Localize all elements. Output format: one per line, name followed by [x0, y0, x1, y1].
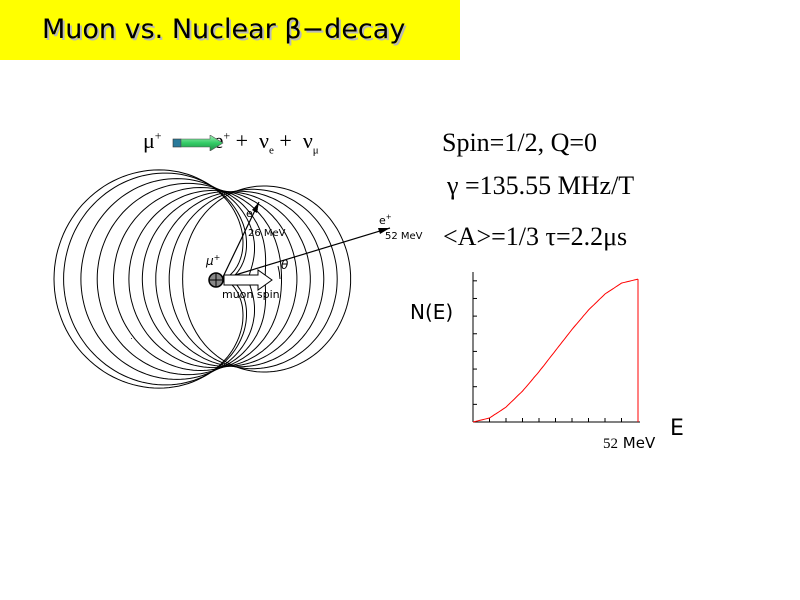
title-banner [0, 0, 460, 60]
plot-y-label: N(E) [410, 300, 454, 324]
muon-spin-label: muon spin [222, 288, 280, 301]
angular-distribution-ring [53, 169, 244, 389]
plus-sign: + [279, 128, 292, 153]
muon-label: μ+ [205, 253, 220, 268]
gyromagnetic-ratio-text: γ =135.55 MHz/T [447, 171, 635, 200]
muon-neutrino-subscript: μ [312, 144, 319, 157]
muon-charge: + [154, 128, 162, 143]
spectrum-curve [472, 278, 639, 423]
e26-arrowhead-icon [252, 202, 259, 213]
angular-distribution-ring [80, 178, 255, 380]
angular-distribution-ring [168, 188, 338, 370]
slide-title: Muon vs. Nuclear β−decay [42, 14, 406, 45]
muon-spin-arrow-icon [223, 269, 273, 291]
reaction-arrow-icon [172, 135, 224, 151]
e52-energy-label: 52 MeV [385, 231, 423, 242]
electron-neutrino-symbol: ν [259, 128, 269, 153]
angular-distribution-ring [128, 189, 298, 369]
plot-x-label: E [670, 416, 684, 441]
angular-distribution-ring [63, 172, 247, 386]
e52-momentum-line [221, 227, 391, 280]
e26-label: e+ [246, 206, 259, 220]
theta-angle-arc [277, 265, 281, 280]
muon-neutrino-symbol: ν [302, 128, 313, 153]
muon-symbol: μ [143, 128, 155, 153]
e26-energy-label: 26 MeV [248, 228, 286, 239]
e52-label: e+ [379, 213, 392, 227]
asymmetry-lifetime-text: <A>=1/3 τ=2.2μs [443, 222, 628, 251]
angular-distribution-ring [112, 186, 282, 372]
theta-label: θ [281, 258, 289, 272]
angular-distribution-ring [182, 185, 352, 373]
angular-distribution-curves [53, 169, 352, 389]
positron-charge: + [223, 128, 231, 143]
spin-charge-text: Spin=1/2, Q=0 [442, 128, 598, 157]
plus-sign: + [235, 128, 249, 153]
electron-neutrino-subscript: e [269, 144, 274, 157]
plot-ticks [472, 280, 639, 422]
angular-distribution-ring [141, 191, 311, 367]
angular-distribution-ring [96, 182, 267, 376]
angular-distribution-ring [155, 190, 325, 368]
e26-momentum-line [221, 201, 260, 280]
plot-end-tick-label: 52 MeV [603, 434, 656, 452]
e52-arrowhead-icon [378, 228, 390, 234]
